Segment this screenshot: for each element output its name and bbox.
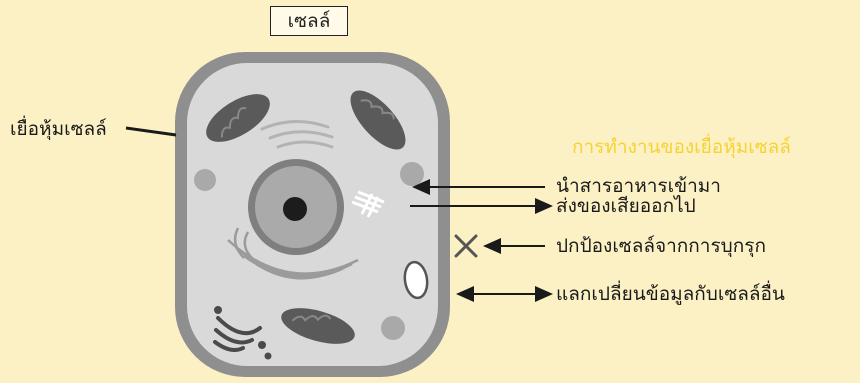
- vesicle: [381, 316, 405, 340]
- vesicle: [400, 162, 424, 186]
- cross-icon: [456, 236, 476, 256]
- diagram-title: เซลล์: [270, 6, 348, 36]
- nucleolus: [283, 197, 307, 221]
- cell: [175, 52, 450, 377]
- function-label-protection: ปกป้องเซลล์จากการบุกรุก: [556, 234, 766, 258]
- function-label-communication: แลกเปลี่ยนข้อมูลกับเซลล์อื่น: [556, 282, 785, 306]
- function-label-waste-out: ส่งของเสียออกไป: [556, 194, 696, 218]
- functions-heading: การทำงานของเยื่อหุ้มเซลล์: [572, 135, 791, 159]
- vesicle: [194, 169, 216, 191]
- membrane-label: เยื่อหุ้มเซลล์: [10, 117, 107, 141]
- membrane-pointer-line: [126, 128, 176, 135]
